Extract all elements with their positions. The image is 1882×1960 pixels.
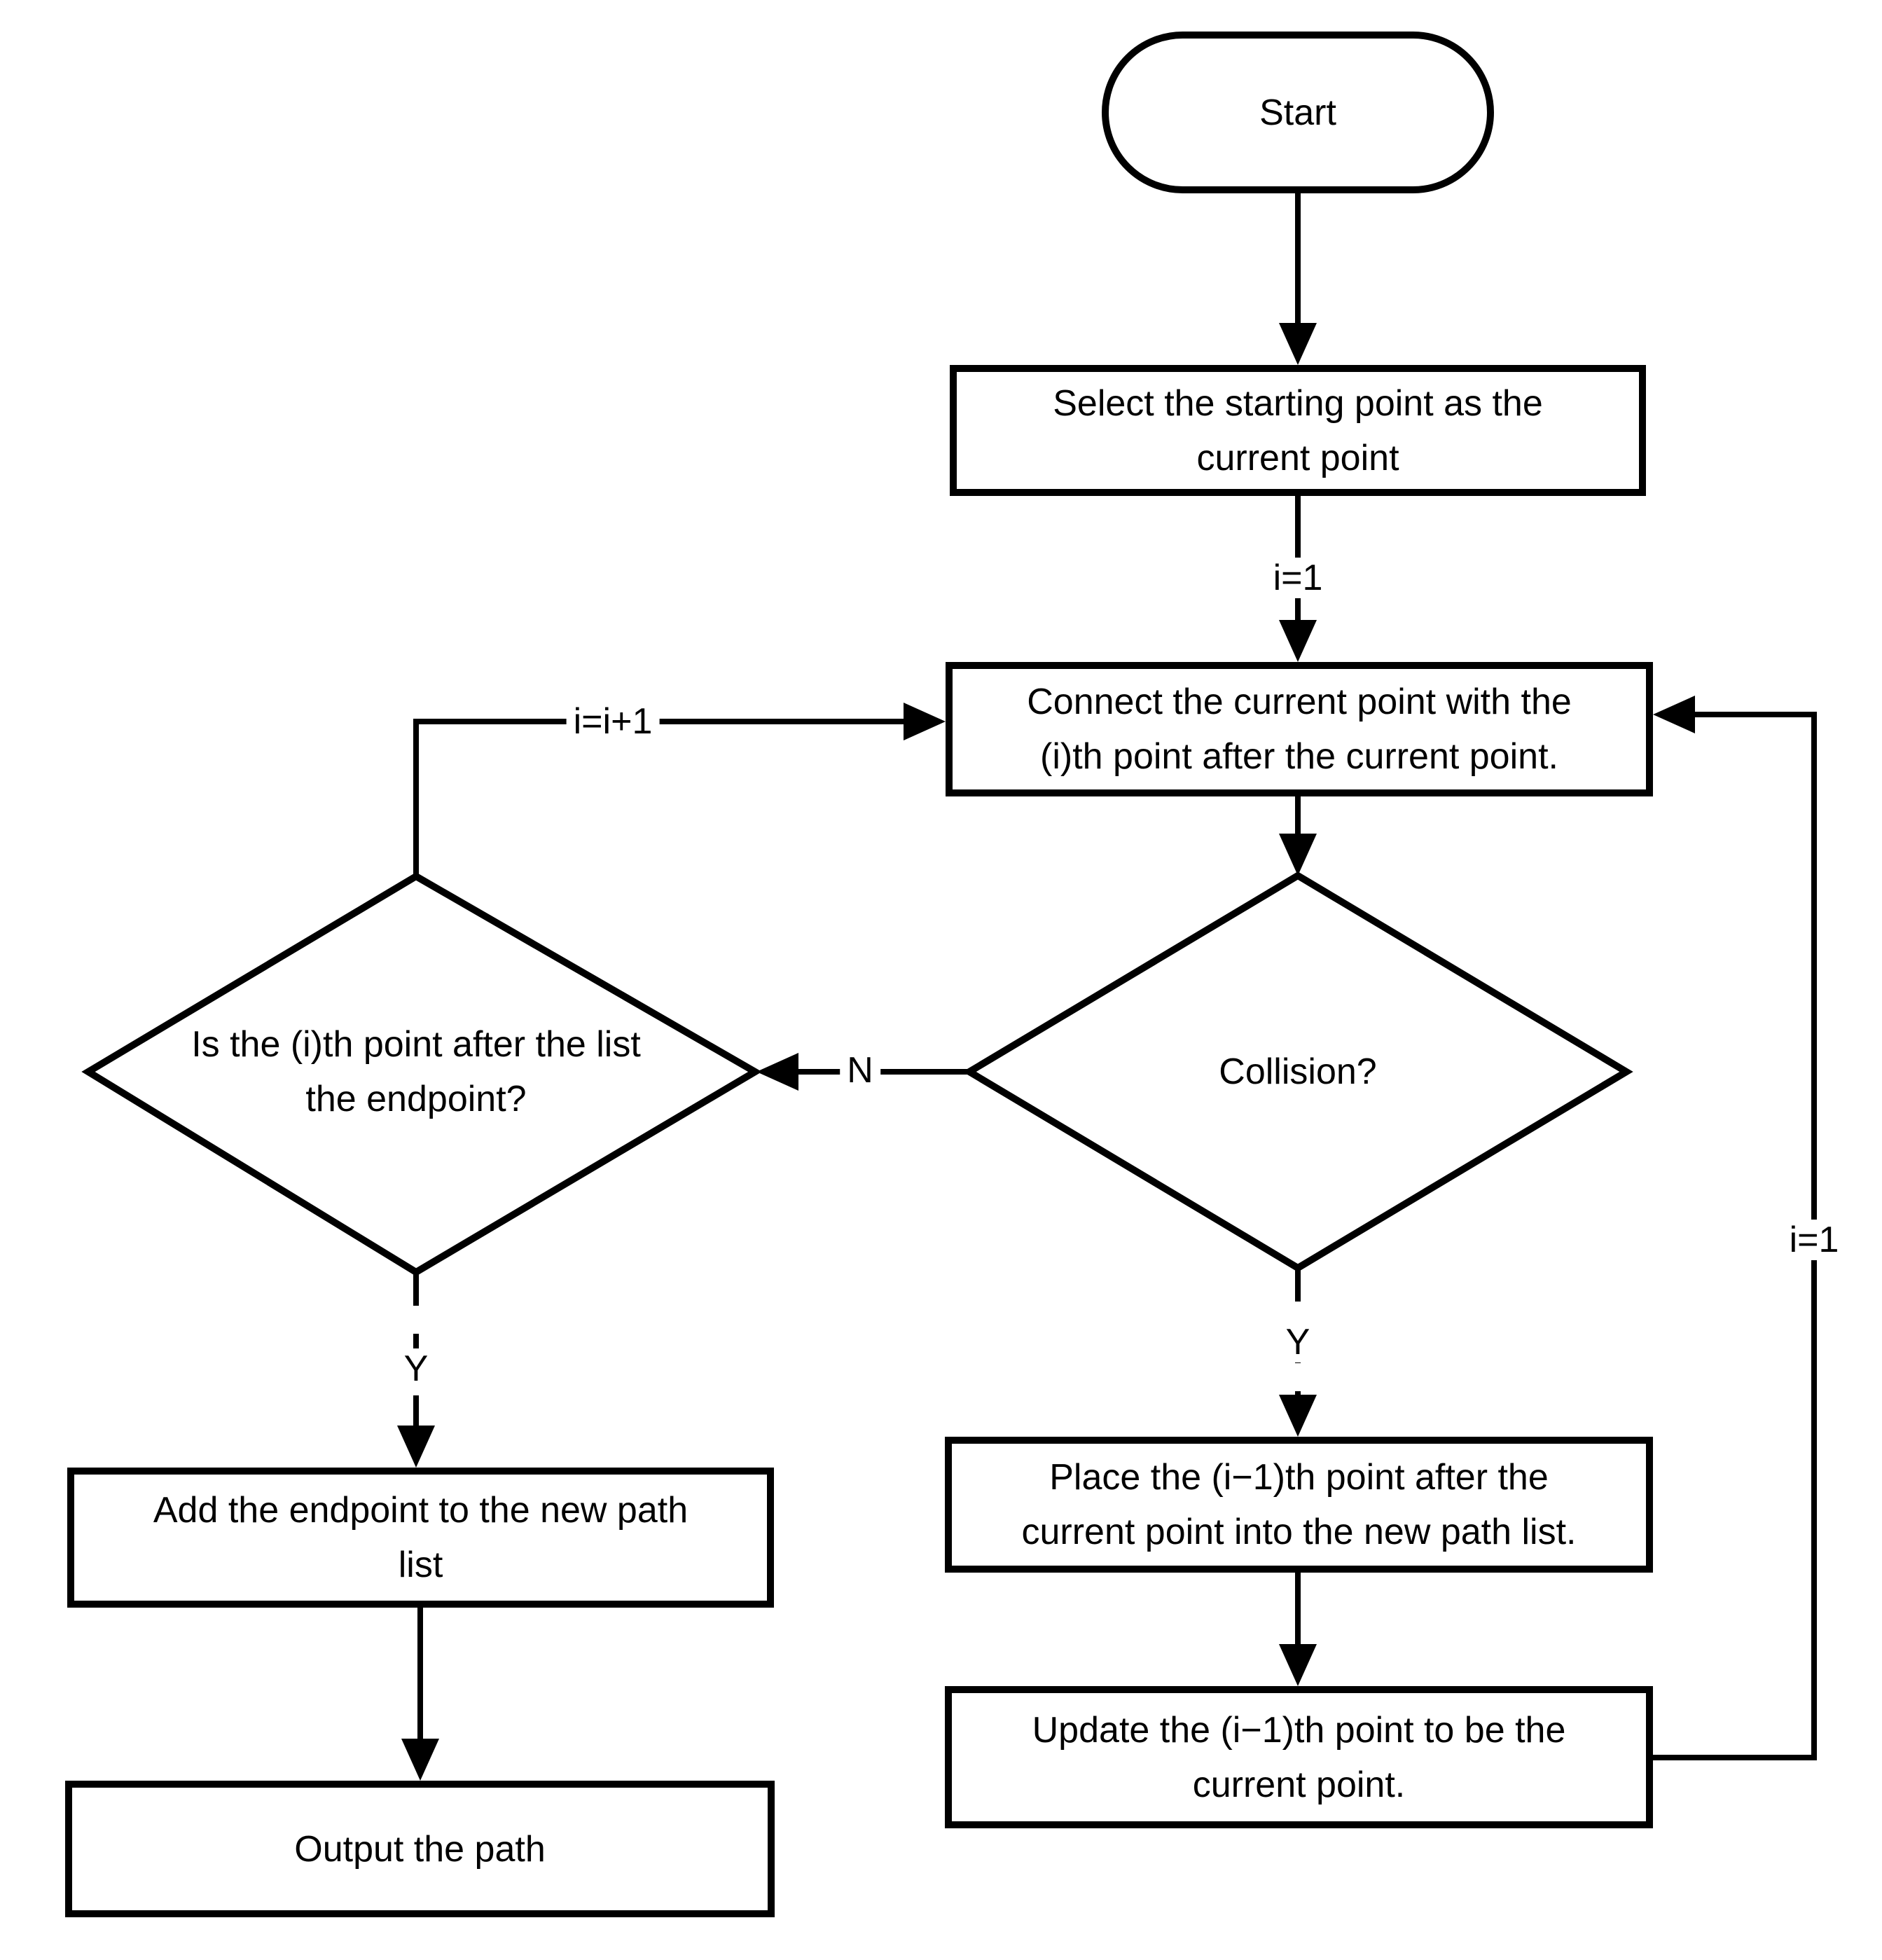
increment-i-label: i=i+1 <box>566 701 660 742</box>
arrowhead-increment-loop <box>904 703 946 740</box>
yes-branch-left-label: Y <box>396 1348 436 1389</box>
update-point-node-label: Update the (i−1)th point to be the curre… <box>1032 1709 1566 1805</box>
select-start-node: Select the starting point as the current… <box>950 365 1646 496</box>
yes-branch-right-label: Y <box>1278 1322 1317 1362</box>
arrowhead-reset-loop <box>1653 696 1695 733</box>
edge-increment-loop <box>413 719 905 876</box>
arrowhead-add-output <box>401 1739 439 1781</box>
place-point-node-label: Place the (i−1)th point after the curren… <box>1021 1457 1577 1552</box>
add-endpoint-node: Add the endpoint to the new path list <box>67 1468 774 1608</box>
arrowhead-endpoint-yes <box>397 1426 435 1468</box>
update-point-node: Update the (i−1)th point to be the curre… <box>945 1686 1653 1828</box>
start-node-label: Start <box>1259 92 1336 133</box>
connect-point-node: Connect the current point with the (i)th… <box>946 662 1653 796</box>
arrowhead-connect-collision <box>1279 834 1317 876</box>
select-start-node-label: Select the starting point as the current… <box>1053 382 1543 478</box>
collision-node-label: Collision? <box>1219 1051 1377 1092</box>
arrowhead-start-select <box>1279 323 1317 365</box>
arrowhead-collision-no <box>756 1053 798 1091</box>
arrowhead-select-connect <box>1279 620 1317 662</box>
collision-node: Collision? <box>1088 1035 1508 1108</box>
endpoint-check-node-label: Is the (i)th point after the list the en… <box>191 1024 641 1119</box>
connect-point-node-label: Connect the current point with the (i)th… <box>1027 682 1572 777</box>
endpoint-check-node: Is the (i)th point after the list the en… <box>164 988 668 1156</box>
add-endpoint-node-label: Add the endpoint to the new path list <box>153 1490 689 1585</box>
reset-i-label: i=1 <box>1782 1220 1846 1260</box>
no-branch-label: N <box>840 1050 880 1091</box>
place-point-node: Place the (i−1)th point after the curren… <box>945 1437 1653 1573</box>
arrowhead-place-update <box>1279 1644 1317 1686</box>
output-path-node-label: Output the path <box>294 1828 546 1870</box>
init-i-label: i=1 <box>1266 558 1330 598</box>
start-node: Start <box>1102 32 1494 193</box>
output-path-node: Output the path <box>65 1781 775 1917</box>
arrowhead-collision-yes <box>1279 1395 1317 1437</box>
